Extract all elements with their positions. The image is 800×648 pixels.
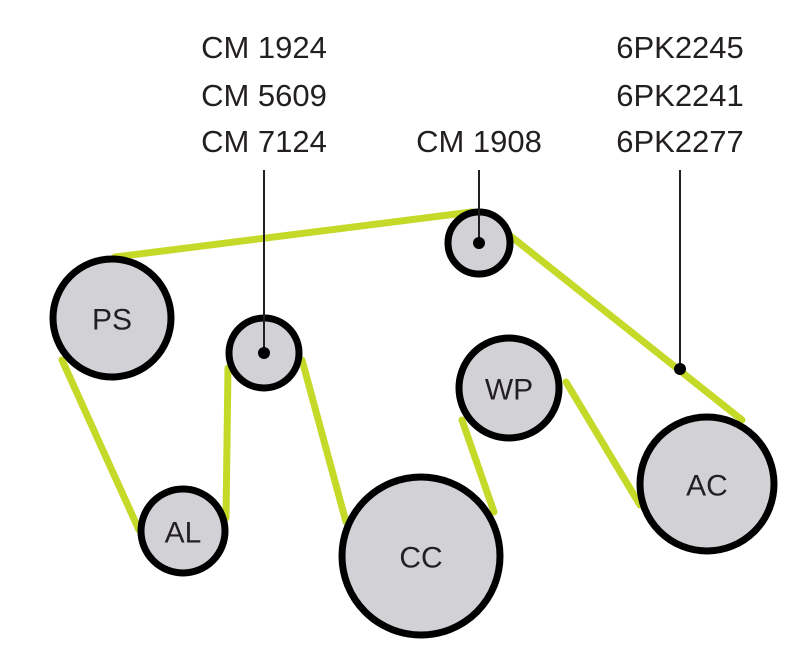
leader-dot bbox=[674, 363, 686, 375]
leader-tensioner bbox=[258, 170, 270, 359]
belt-segment bbox=[504, 230, 746, 424]
belt-segment bbox=[458, 416, 498, 516]
belt-segment bbox=[298, 356, 350, 526]
part-number: CM 1924 bbox=[201, 30, 327, 65]
leader-belt bbox=[674, 170, 686, 375]
pulley-wp: WP bbox=[455, 334, 563, 442]
part-number: 6PK2241 bbox=[616, 78, 744, 113]
leader-dot bbox=[473, 237, 485, 249]
pulley-al: AL bbox=[137, 485, 229, 577]
pulley-cc: CC bbox=[338, 473, 504, 639]
callout-belt: 6PK2245 6PK2241 6PK2277 bbox=[616, 30, 744, 159]
leader-dot bbox=[258, 347, 270, 359]
belt-segment bbox=[58, 356, 143, 534]
part-number: CM 5609 bbox=[201, 78, 327, 113]
part-number: CM 1908 bbox=[416, 124, 542, 159]
part-number: 6PK2277 bbox=[616, 124, 744, 159]
pulley-label-ps: PS bbox=[92, 304, 132, 337]
part-number: CM 7124 bbox=[201, 124, 327, 159]
belt bbox=[58, 208, 746, 534]
belt-segment bbox=[111, 208, 476, 261]
pulley-label-wp: WP bbox=[485, 374, 533, 407]
pulley-label-ac: AC bbox=[686, 470, 728, 503]
pulley-label-cc: CC bbox=[399, 542, 442, 575]
callout-tensioner: CM 1924 CM 5609 CM 7124 bbox=[201, 30, 327, 159]
pulley-ps: PS bbox=[49, 255, 175, 381]
leader-idler bbox=[473, 170, 485, 249]
part-number: 6PK2245 bbox=[616, 30, 744, 65]
belt-segment bbox=[562, 378, 644, 509]
pulley-label-al: AL bbox=[165, 517, 202, 550]
callout-idler: CM 1908 bbox=[416, 124, 542, 159]
pulley-ac: AC bbox=[636, 413, 778, 555]
belt-segment bbox=[222, 364, 232, 522]
